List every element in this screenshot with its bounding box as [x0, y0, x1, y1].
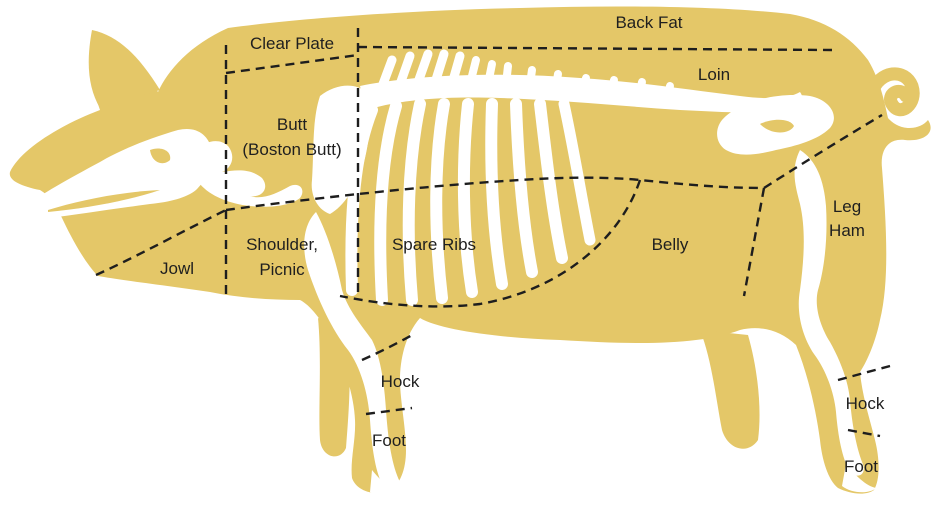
label-butt-line1: Butt — [277, 115, 308, 134]
label-back-fat: Back Fat — [615, 13, 682, 32]
label-hind-hock: Hock — [846, 394, 885, 413]
label-leg: Leg — [833, 197, 861, 216]
label-front-hock: Hock — [381, 372, 420, 391]
label-jowl: Jowl — [160, 259, 194, 278]
label-hind-foot: Foot — [844, 457, 878, 476]
label-clear-plate: Clear Plate — [250, 34, 334, 53]
pig-hind-leg-far — [700, 330, 760, 449]
label-belly: Belly — [652, 235, 689, 254]
label-spare-ribs: Spare Ribs — [392, 235, 476, 254]
label-front-foot: Foot — [372, 431, 406, 450]
label-ham: Ham — [829, 221, 865, 240]
label-loin: Loin — [698, 65, 730, 84]
label-shoulder-line2: Picnic — [259, 260, 305, 279]
label-butt-line2: (Boston Butt) — [242, 140, 341, 159]
label-shoulder-line1: Shoulder, — [246, 235, 318, 254]
